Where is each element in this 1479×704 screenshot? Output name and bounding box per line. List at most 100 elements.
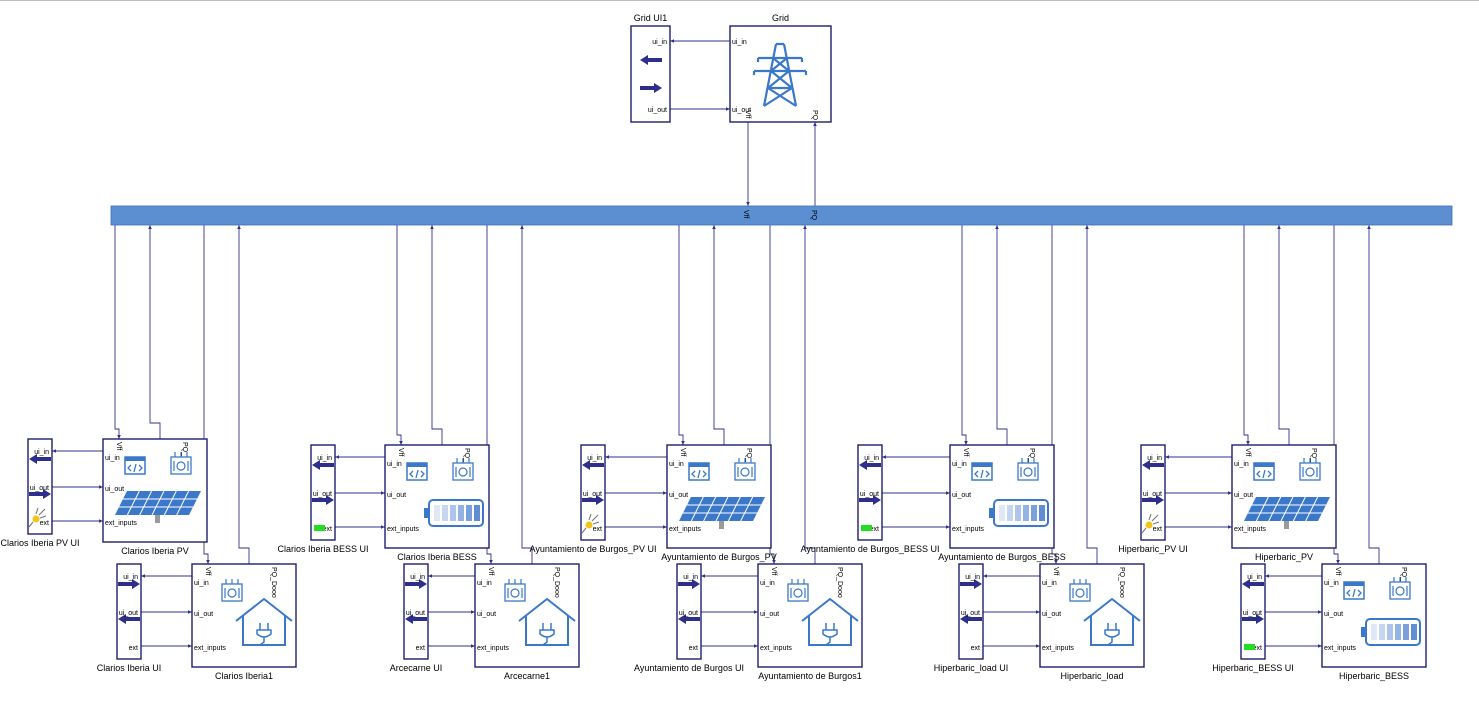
battery-cell (1039, 505, 1045, 521)
component-bess-row1-1[interactable]: Clarios Iberia BESS UIui_inui_outextui_i… (277, 444, 490, 562)
device-block-frame[interactable] (102, 438, 208, 543)
port-vff: Vff (770, 567, 777, 575)
device-block[interactable]: ui_inui_outext_inputsVffPQ_DoooHiperbari… (1231, 444, 1337, 562)
solar-panel-icon (1244, 496, 1330, 529)
house-outline (518, 597, 576, 646)
port-pq: PQ_Dooo (836, 567, 843, 598)
house-load-icon (235, 597, 293, 646)
ui-block-frame[interactable] (857, 444, 883, 541)
port-ui-out: ui_out (679, 610, 698, 617)
port-ui-out: ui_out (669, 492, 688, 499)
device-block[interactable]: ui_inui_outext_inputsVffPQ_DoooHiperbari… (1321, 563, 1427, 681)
device-block[interactable]: ui_inui_outext_inputsVffPQ_DoooAyuntamie… (938, 444, 1066, 562)
device-label: Hiperbaric_load (1060, 671, 1123, 681)
port-vff: Vff (1052, 567, 1059, 575)
battery-cell (1379, 624, 1385, 640)
battery-cell (1411, 624, 1417, 640)
port-ui-out: ui_out (119, 610, 138, 617)
transformer-bushings (173, 452, 189, 471)
device-block-frame[interactable] (1231, 444, 1337, 549)
ui-block-frame[interactable] (676, 563, 702, 660)
battery-icon (1361, 618, 1421, 646)
port-ext: ext (40, 520, 49, 527)
port-ext: ext (870, 526, 879, 533)
ui-block-frame[interactable] (116, 563, 142, 660)
ui-block-label: Ayuntamiento de Burgos UI (634, 663, 744, 673)
port-ui-in: ui_in (1324, 580, 1339, 587)
ui-block-frame[interactable] (27, 438, 53, 535)
port-pq: PQ (811, 110, 818, 121)
battery-cell (999, 505, 1005, 521)
ui-block[interactable]: Ayuntamiento de Burgos_PV UIui_inui_oute… (530, 444, 657, 554)
port-ui-in: ui_in (732, 39, 747, 46)
transformer-icon (1069, 579, 1091, 602)
transformer-icon (734, 458, 756, 481)
arrow-right-icon (1242, 614, 1264, 624)
sun-core (32, 515, 40, 523)
wire-pq-up (430, 225, 443, 445)
ui-block-frame[interactable] (958, 563, 984, 660)
battery-cell (1007, 505, 1013, 521)
sun-rays (1141, 513, 1160, 534)
device-block-frame[interactable] (384, 444, 490, 549)
code-window-titlebar (972, 463, 992, 467)
ui-block-frame[interactable] (580, 444, 606, 541)
device-block-frame[interactable] (949, 444, 1055, 549)
device-block-frame[interactable] (666, 444, 772, 549)
transformer-bushings (790, 579, 806, 598)
arrow-right-icon (1142, 495, 1164, 505)
arrow-left-icon (29, 454, 51, 464)
ui-block-frame[interactable] (1140, 444, 1166, 541)
port-vff: Vff (487, 567, 494, 575)
component-bess-row1-3[interactable]: Ayuntamiento de Burgos_BESS UIui_inui_ou… (801, 444, 1066, 562)
wire-vff-down (1243, 225, 1250, 445)
code-window-titlebar (1254, 463, 1274, 467)
port-ext-inputs: ext_inputs (952, 526, 984, 533)
grid-block-frame[interactable] (729, 25, 832, 123)
transformer-icon (787, 579, 809, 602)
component-load-row2-2[interactable]: Ayuntamiento de Burgos UIui_inui_outextu… (634, 563, 863, 681)
arrow-left-icon (118, 579, 140, 589)
bus-port-pq: PQ (810, 210, 817, 221)
ui-block-label: Hiperbaric_BESS UI (1212, 663, 1294, 673)
device-block[interactable]: ui_inui_outext_inputsVffPQ_DoooAyuntamie… (661, 444, 777, 562)
grid-ui-frame[interactable] (630, 25, 671, 123)
port-ui-out: ui_out (313, 491, 332, 498)
wire-pq-up (995, 225, 1008, 445)
port-vff: Vff (962, 448, 969, 456)
code-brackets (691, 469, 707, 479)
ui-block[interactable]: Ayuntamiento de Burgos_BESS UIui_inui_ou… (801, 444, 940, 554)
transformer-bushings (1302, 458, 1318, 477)
device-block-frame[interactable] (1321, 563, 1427, 668)
arrow-left-icon (960, 579, 982, 589)
ui-block-frame[interactable] (403, 563, 429, 660)
ui-block-frame[interactable] (1240, 563, 1266, 660)
port-ui-out: ui_out (952, 492, 971, 499)
component-pv-row1-2[interactable]: Ayuntamiento de Burgos_PV UIui_inui_oute… (530, 444, 777, 562)
ui-block-frame[interactable] (310, 444, 336, 541)
